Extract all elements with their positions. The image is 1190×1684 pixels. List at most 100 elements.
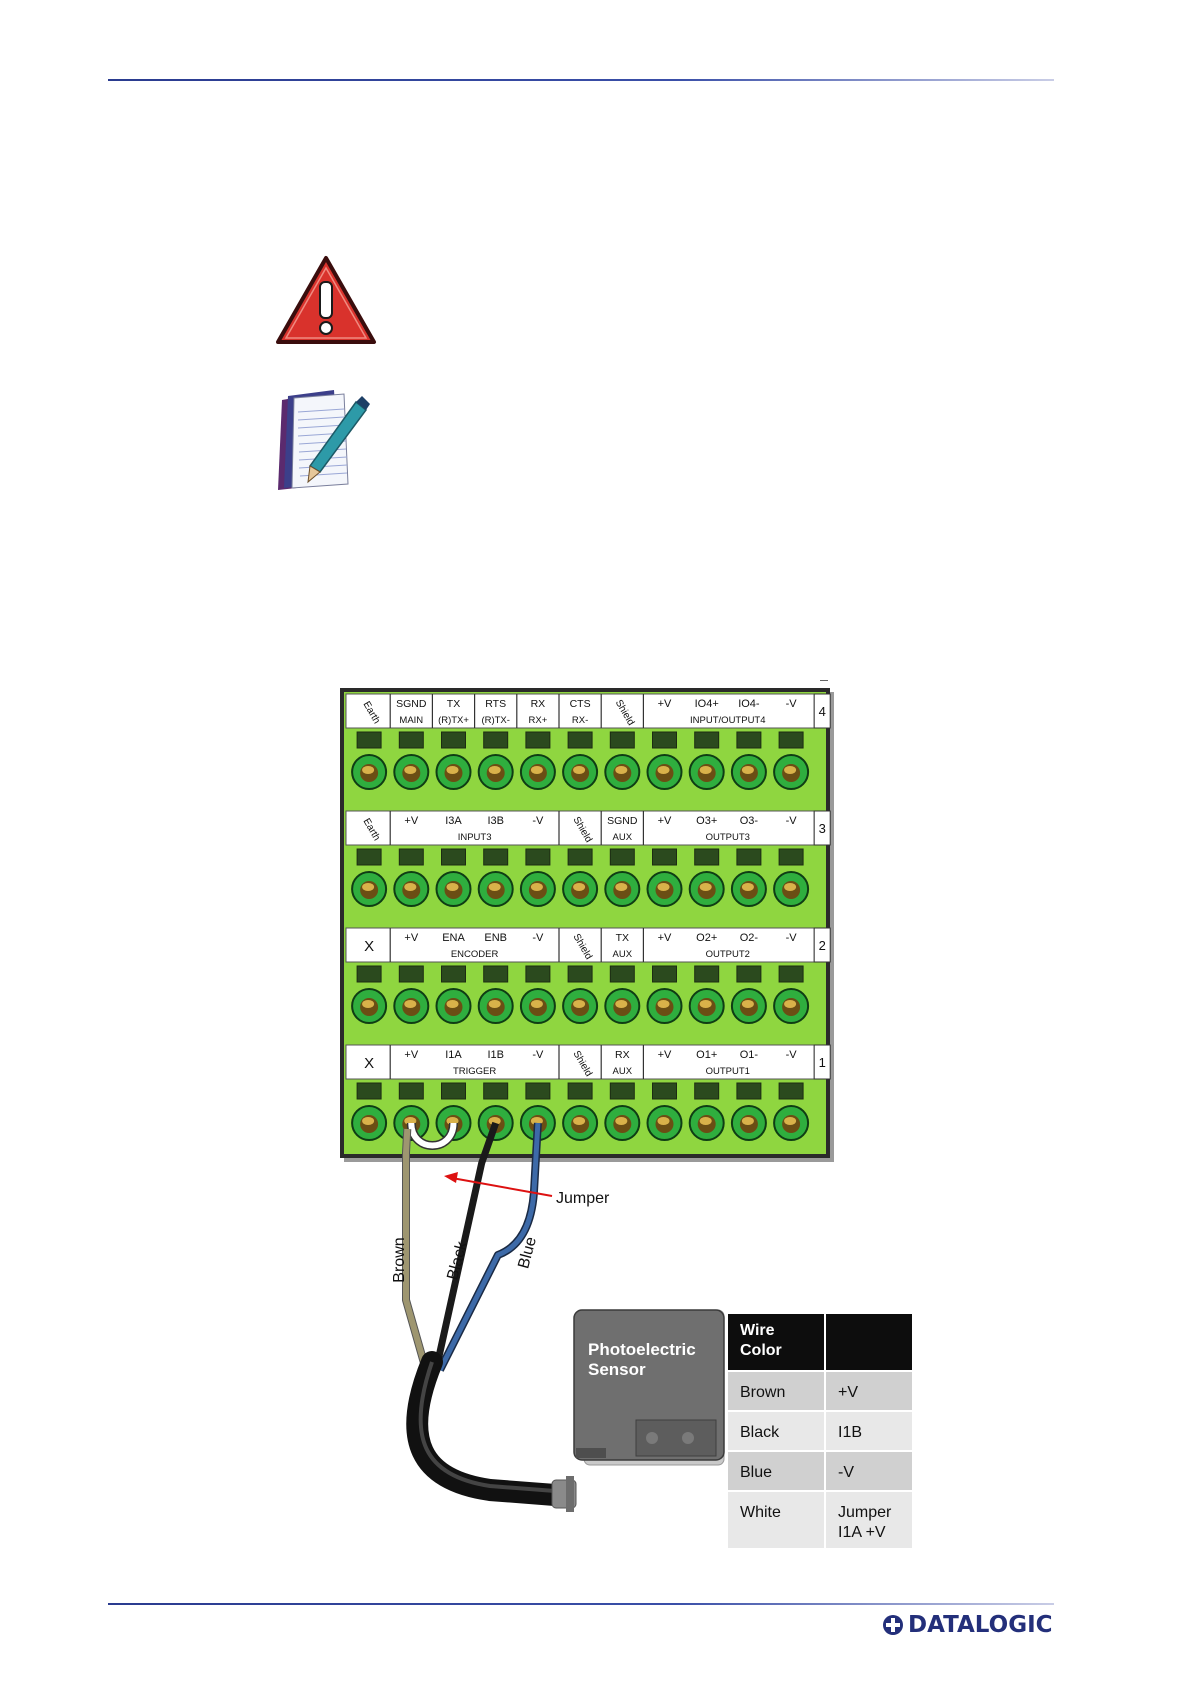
datalogic-mark-icon: [883, 1615, 903, 1635]
cell-label-bottom: AUX: [613, 1066, 633, 1077]
wire-entry: [778, 848, 804, 866]
screw-highlight: [573, 766, 586, 774]
label-strip: [345, 810, 815, 846]
cell-label: I3A: [445, 815, 462, 827]
jumper-label: Jumper: [556, 1190, 610, 1207]
screw-highlight: [657, 1000, 670, 1008]
sensor-lens-panel: [635, 1419, 717, 1457]
note-pad-icon: [278, 390, 370, 490]
group-label: OUTPUT2: [706, 949, 750, 960]
cell-label: +V: [658, 1049, 672, 1061]
screw-highlight: [741, 883, 754, 891]
sensor-label-line1: Photoelectric: [588, 1340, 696, 1359]
cell-label: -V: [786, 1049, 798, 1061]
cell-label: +V: [658, 932, 672, 944]
screw-highlight: [657, 883, 670, 891]
wire-entry: [356, 848, 382, 866]
wire-entry: [694, 965, 720, 983]
table-wire-value: I1A +V: [838, 1524, 886, 1541]
table-cell-value: [826, 1372, 912, 1410]
cell-label-top: SGND: [607, 815, 638, 827]
warning-icon: [276, 256, 376, 344]
cell-label: -V: [532, 815, 544, 827]
wire-entry: [483, 848, 509, 866]
cell-label: ENB: [484, 932, 507, 944]
screw-highlight: [699, 883, 712, 891]
row-number: 4: [819, 704, 826, 719]
cell-label: I1B: [487, 1049, 504, 1061]
table-cell-color: [728, 1412, 824, 1450]
sensor-cable: [406, 1351, 566, 1506]
group-label: ENCODER: [451, 949, 499, 960]
wire-entry: [736, 731, 762, 749]
cell-label-bottom: AUX: [613, 832, 633, 843]
wire-entry: [567, 848, 593, 866]
cell-label: ENA: [442, 932, 465, 944]
wire-entry: [567, 965, 593, 983]
cell-label: -V: [532, 932, 544, 944]
table-header-cell-1: [728, 1314, 824, 1370]
sensor-base-slot: [576, 1448, 606, 1458]
wire-entry: [694, 731, 720, 749]
cell-label-top: RX: [531, 698, 546, 710]
screw-highlight: [488, 766, 501, 774]
cell-label: O3+: [696, 815, 717, 827]
label-strip: [345, 1044, 815, 1080]
cell-label: O2+: [696, 932, 717, 944]
group-label: TRIGGER: [453, 1066, 496, 1077]
brown-wire: [403, 1128, 429, 1371]
wire-entry: [398, 731, 424, 749]
table-header-cell-2: [826, 1314, 912, 1370]
screw-highlight: [699, 1117, 712, 1125]
screw-highlight: [699, 766, 712, 774]
screw-highlight: [741, 1117, 754, 1125]
group-label: INPUT/OUTPUT4: [690, 715, 765, 726]
wire-entry: [525, 731, 551, 749]
header-rule: [108, 79, 1054, 81]
screw-highlight: [404, 1000, 417, 1008]
wire-entry: [398, 965, 424, 983]
cell-label: IO4+: [695, 698, 719, 710]
cell-label-bottom: RX-: [572, 715, 588, 726]
footer-rule: [108, 1603, 1054, 1605]
sensor-cable-highlight: [418, 1361, 556, 1493]
cell-label: O1+: [696, 1049, 717, 1061]
wire-entry: [778, 731, 804, 749]
cell-label-x: X: [364, 1055, 374, 1072]
row-number: 2: [819, 938, 826, 953]
screw-highlight: [573, 1117, 586, 1125]
wire-entry: [609, 848, 635, 866]
wire-entry: [778, 1082, 804, 1100]
cell-label-bottom: (R)TX-: [481, 715, 510, 726]
screw-highlight: [488, 1000, 501, 1008]
cell-label-bottom: MAIN: [399, 715, 423, 726]
cell-label-bottom: AUX: [613, 949, 633, 960]
table-wire-value: I1B: [838, 1424, 862, 1441]
wire-entry: [652, 848, 677, 866]
wire-entry: [398, 848, 424, 866]
screw-highlight: [362, 766, 375, 774]
cell-label: I3B: [487, 815, 504, 827]
table-cell-value: [826, 1412, 912, 1450]
screw-highlight: [741, 1000, 754, 1008]
wire-entry: [483, 965, 509, 983]
screw-highlight: [615, 1117, 628, 1125]
cell-label: -V: [786, 698, 798, 710]
screw-highlight: [573, 1000, 586, 1008]
table-cell-color: [728, 1492, 824, 1548]
screw-highlight: [573, 883, 586, 891]
cell-label: +V: [658, 698, 672, 710]
screw-highlight: [784, 1117, 797, 1125]
table-wire-color: White: [740, 1504, 781, 1521]
wire-entry: [398, 1082, 424, 1100]
cell-label: IO4-: [738, 698, 760, 710]
row-number-box: [813, 927, 831, 963]
screw-highlight: [530, 766, 543, 774]
wire-entry: [441, 1082, 466, 1100]
wire-entry: [525, 1082, 551, 1100]
screw-highlight: [784, 766, 797, 774]
row-number-box: [813, 1044, 831, 1080]
